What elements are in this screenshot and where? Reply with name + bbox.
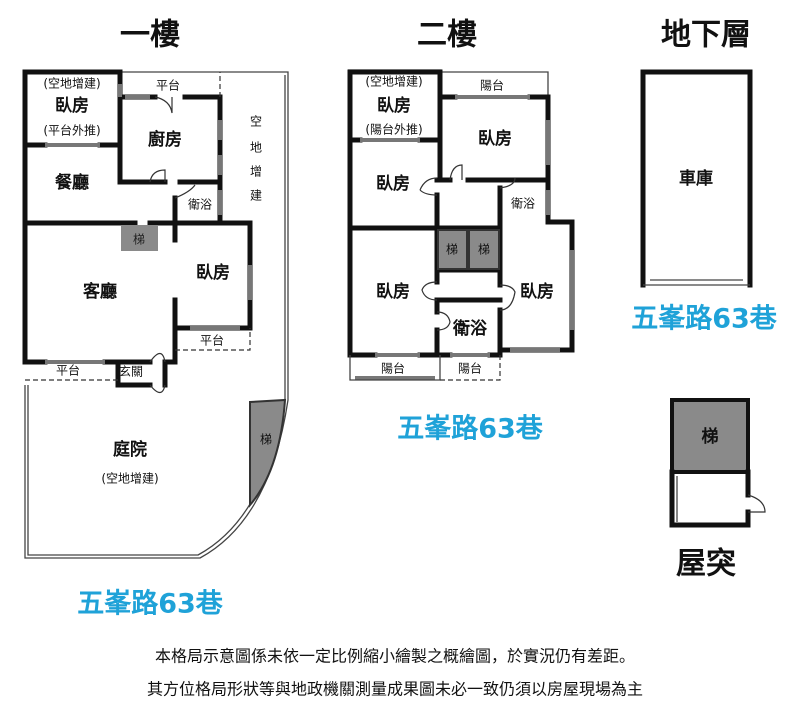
room-platform: 平台	[200, 333, 224, 348]
plan-line	[499, 177, 516, 189]
room-note: (空地增建)	[101, 472, 158, 486]
room-note: (平台外推)	[43, 123, 100, 138]
room-bath: 衛浴	[511, 197, 535, 211]
room-balcony: 陽台	[458, 361, 482, 376]
plan-line	[149, 169, 166, 183]
room-vacant-addition: 增	[250, 165, 262, 179]
plan-line	[154, 96, 173, 114]
plan-line	[747, 494, 766, 513]
first-floor-title: 一樓	[120, 18, 180, 53]
plan-line	[436, 311, 451, 331]
plan-line	[440, 355, 501, 381]
yard-boundary	[24, 71, 289, 559]
plan-line	[669, 469, 751, 528]
plan-line	[355, 95, 574, 380]
room-bedroom: 臥房	[55, 95, 89, 116]
plan-line	[640, 69, 753, 288]
plan-line	[22, 69, 168, 185]
room-garage: 車庫	[679, 168, 713, 189]
room-dining: 餐廳	[55, 172, 89, 193]
room-bath: 衛浴	[452, 318, 488, 339]
stair-label: 梯	[446, 243, 458, 257]
room-bedroom: 臥房	[478, 128, 512, 149]
plan-line	[434, 115, 551, 231]
room-platform: 平台	[56, 363, 80, 378]
plan-line	[643, 279, 750, 286]
stair-block	[121, 225, 158, 251]
plan-line	[449, 164, 463, 181]
plan-line	[499, 284, 516, 311]
plan-line	[421, 281, 438, 301]
room-living: 客廳	[82, 281, 117, 302]
stair-block	[437, 229, 468, 270]
roof-plan: 梯	[669, 398, 766, 528]
street-label: 五峯路63巷	[77, 588, 224, 620]
room-bedroom: 臥房	[196, 262, 230, 283]
stair-label: 梯	[260, 433, 272, 447]
room-bedroom: 臥房	[376, 173, 410, 194]
plan-line	[115, 359, 168, 388]
room-balcony: 陽台	[381, 361, 405, 376]
room-kitchen: 廚房	[148, 129, 182, 150]
plan-line	[174, 184, 196, 199]
room-yard: 庭院	[113, 439, 147, 460]
room-vacant-addition: 地	[250, 141, 262, 155]
roof-title: 屋突	[676, 547, 736, 582]
stair-block	[670, 398, 750, 474]
plan-line	[419, 177, 438, 196]
basement-title: 地下層	[661, 18, 751, 53]
street-label: 五峯路63巷	[631, 303, 778, 335]
room-bedroom: 臥房	[520, 281, 554, 302]
plan-line	[349, 355, 441, 381]
plan-line	[149, 352, 166, 394]
room-bath: 衛浴	[188, 198, 212, 212]
plan-line	[45, 84, 252, 364]
room-vacant-addition: 建	[250, 189, 262, 203]
plan-line	[175, 328, 251, 351]
stair-label: 梯	[478, 243, 490, 257]
stair-label: 梯	[702, 426, 719, 447]
street-label: 五峯路63巷	[397, 413, 544, 445]
first-floor-plan: (空地增建) 臥房 (平台外推) 平台 廚房 餐廳 衛浴 空 地 增 建 梯 客…	[22, 69, 289, 559]
disclaimer-line-2: 其方位格局形狀等與地政機關測量成果圖未必一致仍須以房屋現場為主	[147, 680, 643, 699]
basement-plan: 車庫	[640, 69, 753, 288]
room-note: (陽台外推)	[365, 122, 422, 137]
room-vacant-addition: 空	[250, 115, 262, 129]
room-note: (空地增建)	[43, 77, 100, 91]
yard-stair-block	[249, 398, 287, 508]
room-balcony: 陽台	[480, 78, 504, 93]
room-note: (空地增建)	[365, 75, 422, 89]
stair-block	[468, 229, 500, 270]
stair-label: 梯	[133, 233, 145, 247]
second-floor-title: 二樓	[417, 18, 477, 53]
room-platform: 平台	[156, 78, 180, 93]
disclaimer-line-1: 本格局示意圖係未依一定比例縮小繪製之概繪圖，於實況仍有差距。	[155, 647, 635, 666]
second-floor-plan: (空地增建) 臥房 (陽台外推) 陽台 臥房 臥房 衛浴 梯 梯 臥房 臥房 衛…	[347, 69, 575, 381]
room-bedroom: 臥房	[377, 95, 411, 116]
room-bedroom: 臥房	[376, 281, 410, 302]
room-entrance: 玄關	[119, 364, 143, 379]
